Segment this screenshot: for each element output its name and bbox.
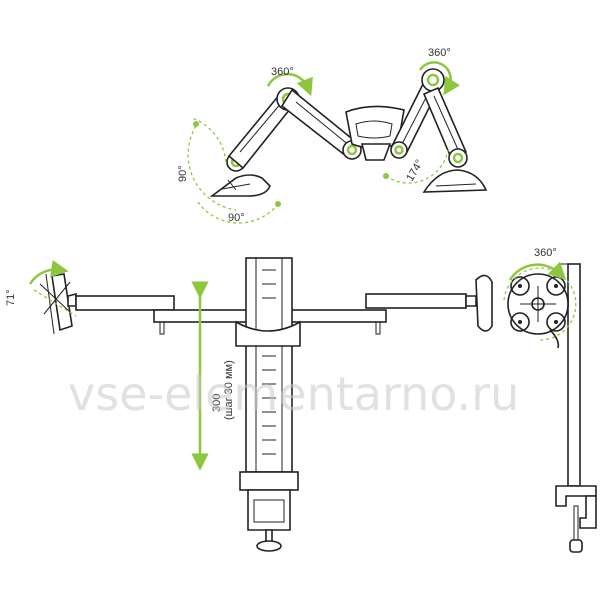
side-rotation-arc (508, 261, 567, 281)
right-monitor-plate (475, 274, 493, 332)
side-clamp-knob (569, 539, 583, 553)
vertical-pole (245, 257, 293, 473)
front-view: 71° 300 (шаг 30 мм) (5, 257, 493, 552)
label-right-rotation: 360° (428, 47, 451, 59)
side-view: 360° (503, 247, 597, 553)
label-side-rotation: 360° (534, 247, 557, 259)
right-base-joint (448, 148, 468, 168)
label-swing: 90° (228, 212, 245, 224)
pole-notches (262, 269, 276, 455)
left-rotation-arc (266, 72, 313, 97)
right-horizontal-arm (365, 293, 467, 309)
clamp-top (239, 471, 299, 491)
right-elbow-joint (421, 68, 445, 92)
label-tilt: 90° (177, 165, 189, 182)
front-tilt-arc (28, 260, 69, 285)
label-height: 300 (211, 394, 223, 412)
side-pole (567, 263, 581, 487)
side-rotation-arc-dashed (503, 267, 577, 341)
watermark: vse-elementarno.ru (68, 367, 519, 421)
left-horizontal-arm (75, 295, 175, 311)
vesa-plate (507, 273, 569, 335)
right-desk-base (422, 169, 488, 193)
right-rotation-arc (418, 61, 461, 96)
label-elbow: 174° (404, 158, 426, 184)
clamp-knob (256, 540, 282, 552)
tilt-arc-lower (187, 125, 237, 211)
side-clamp-top (555, 485, 597, 507)
label-height-step: (шаг 30 мм) (223, 360, 235, 420)
label-front-tilt: 71° (5, 289, 17, 306)
top-view: 360° 360° 90° 90° 174° (177, 47, 488, 224)
swing-arc (197, 201, 279, 224)
label-left-rotation: 360° (271, 66, 294, 78)
